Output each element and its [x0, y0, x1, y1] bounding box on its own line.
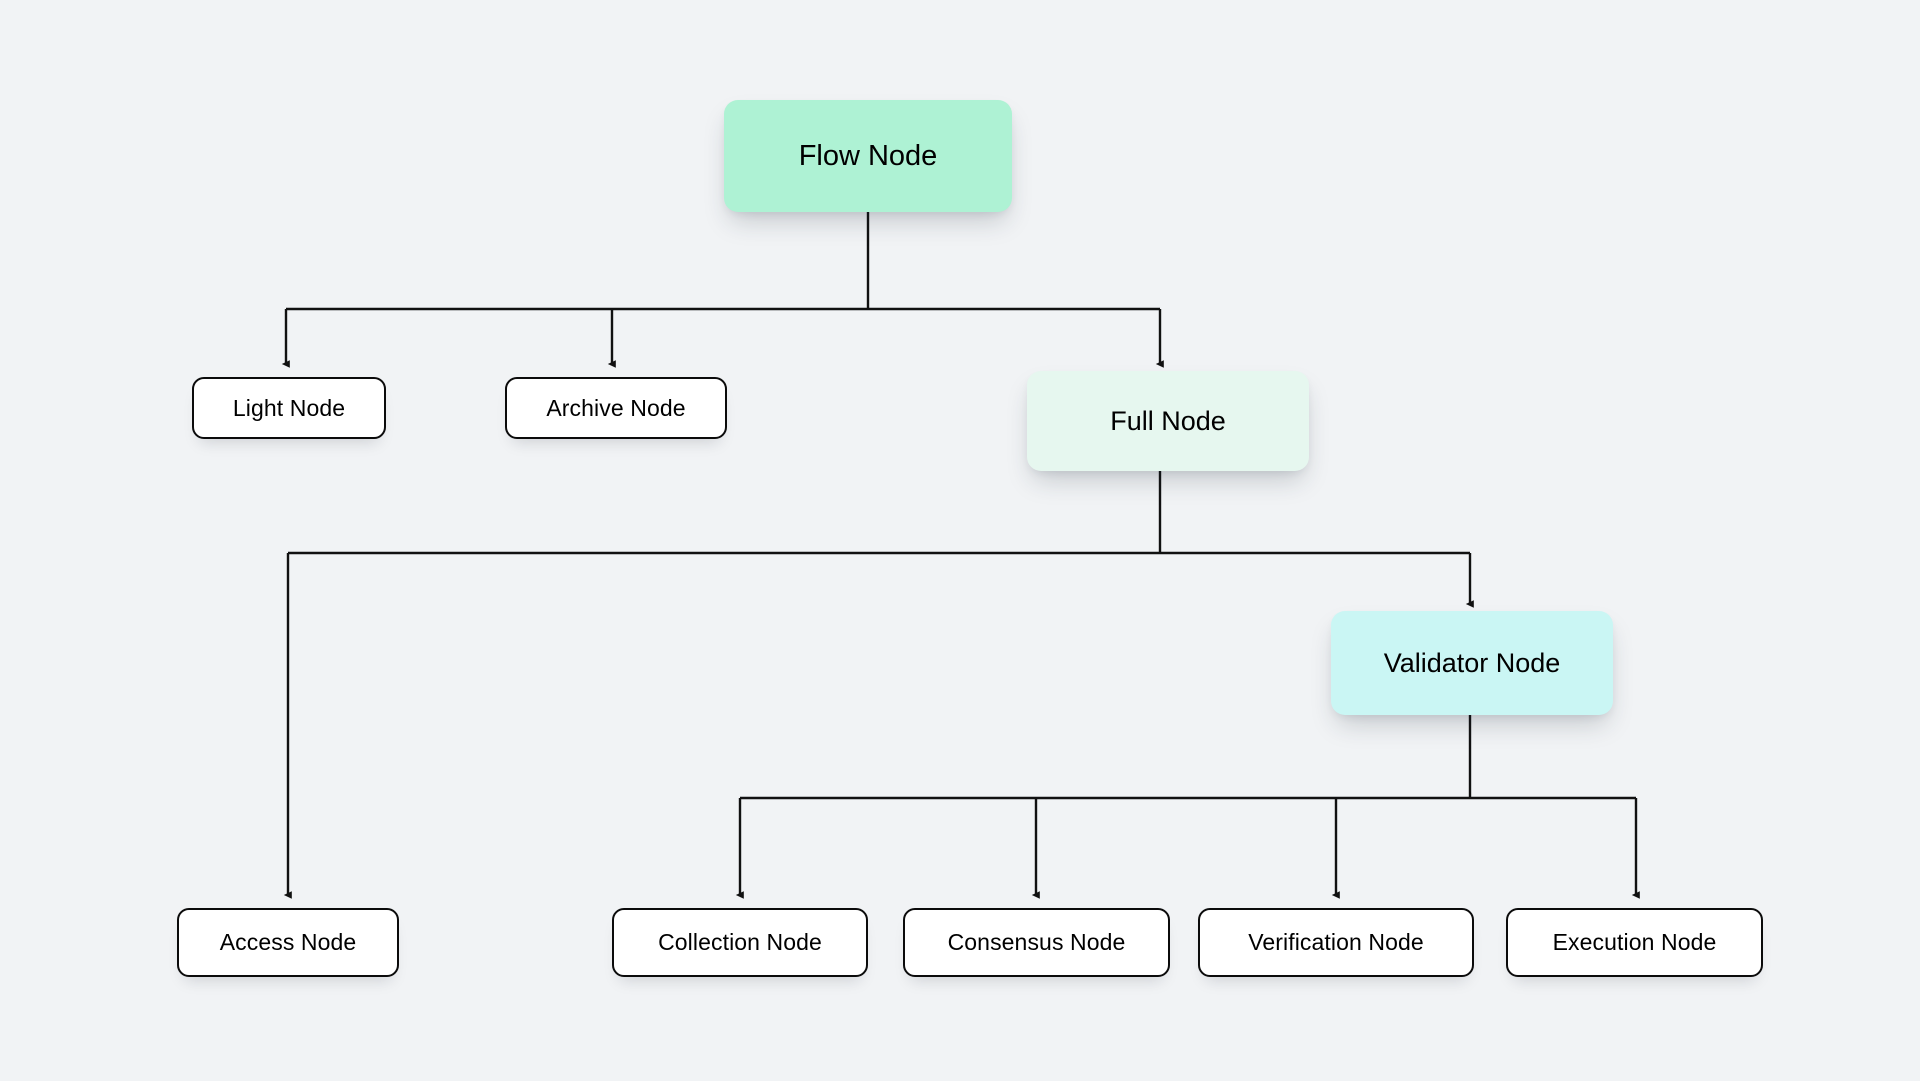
node-execution-label: Execution Node: [1552, 929, 1717, 955]
edge-group-flow-children: [281, 212, 1164, 368]
node-collection-label: Collection Node: [658, 929, 822, 955]
node-access[interactable]: Access Node: [177, 908, 399, 977]
node-collection[interactable]: Collection Node: [612, 908, 868, 977]
node-consensus[interactable]: Consensus Node: [903, 908, 1170, 977]
node-light[interactable]: Light Node: [192, 377, 386, 439]
node-archive-label: Archive Node: [546, 394, 686, 421]
node-access-label: Access Node: [219, 929, 357, 955]
node-flow[interactable]: Flow Node: [724, 100, 1012, 212]
edge-group-full-children: [283, 471, 1474, 899]
node-archive[interactable]: Archive Node: [505, 377, 727, 439]
node-validator[interactable]: Validator Node: [1331, 611, 1613, 715]
node-full-label: Full Node: [1110, 405, 1226, 436]
node-execution[interactable]: Execution Node: [1506, 908, 1763, 977]
node-validator-label: Validator Node: [1383, 647, 1561, 678]
node-full[interactable]: Full Node: [1027, 371, 1309, 471]
node-verification-label: Verification Node: [1248, 929, 1424, 955]
node-verification[interactable]: Verification Node: [1198, 908, 1474, 977]
node-flow-label: Flow Node: [798, 139, 938, 172]
node-light-label: Light Node: [232, 394, 346, 421]
edge-group-validator-children: [735, 715, 1640, 899]
node-consensus-label: Consensus Node: [947, 929, 1126, 955]
